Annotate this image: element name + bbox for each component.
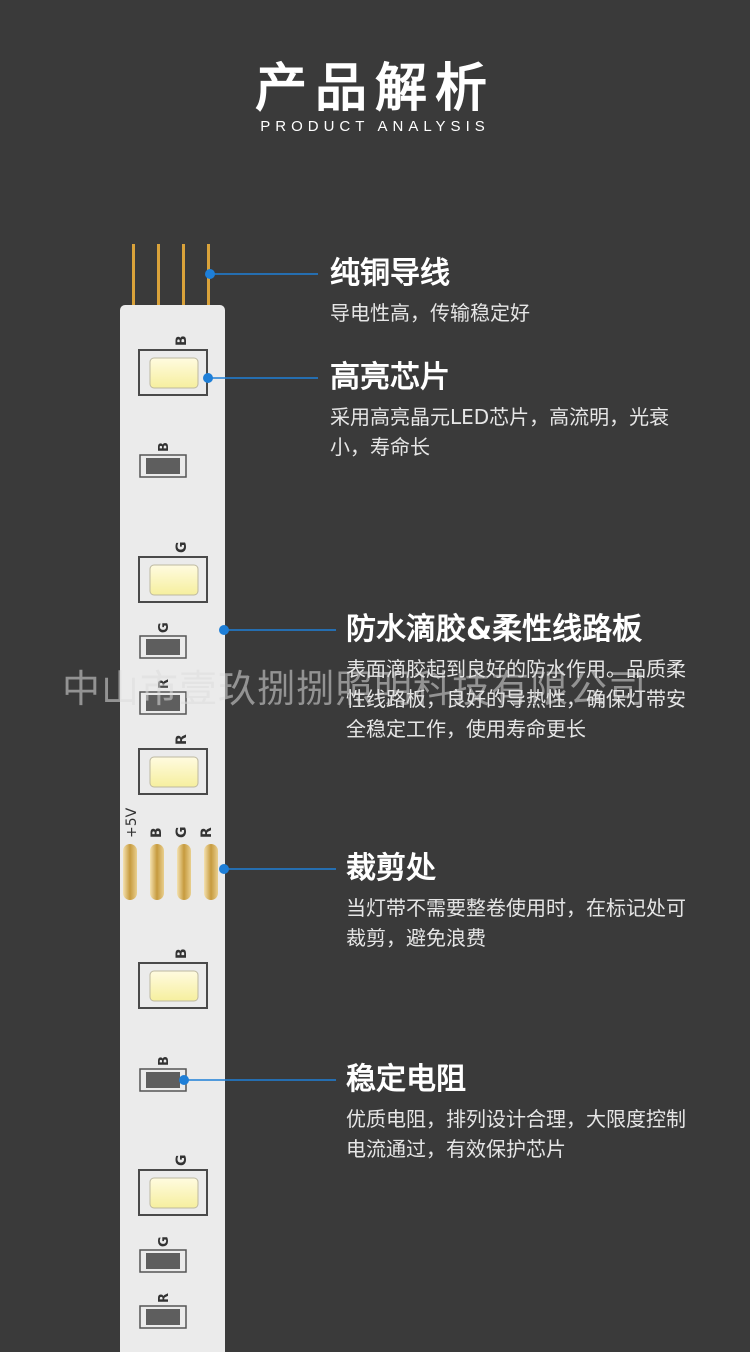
pad-label-b: B [149,827,165,838]
led-chip: B [138,335,208,396]
callout-desc: 导电性高，传输稳定好 [330,301,530,325]
wire [132,244,135,310]
led-chip: G [138,1155,208,1216]
solder-pad [123,844,137,900]
callout-desc: 采用高亮晶元LED芯片，高流明，光衰小，寿命长 [330,405,670,459]
leader-dot [179,1075,189,1085]
callout-title: 防水滴胶&柔性线路板 [346,612,643,647]
page-title: 产品解析 [254,59,495,119]
pad-label-g: G [174,827,190,839]
resistor: G [139,1236,187,1273]
resistor: B [139,442,187,478]
callout-copper-wire: 纯铜导线 导电性高，传输稳定好 [330,254,730,328]
led-chip: G [138,542,208,603]
callout-resistor: 稳定电阻 优质电阻，排列设计合理，大限度控制电流通过，有效保护芯片 [346,1060,696,1164]
resistor-label: B [157,1056,172,1066]
callout-glue-board: 防水滴胶&柔性线路板 表面滴胶起到良好的防水作用。品质柔性线路板，良好的导热性，… [346,610,686,744]
resistor: R [139,1293,187,1329]
wire [157,244,160,310]
pad-label-plus: +5V [124,807,140,838]
callout-title: 稳定电阻 [346,1062,466,1097]
resistor-label: B [157,442,172,452]
callout-leaders [179,269,336,1085]
leader-dot [203,373,213,383]
cut-pads: +5V B G R [123,807,218,900]
resistor-label: R [157,1293,172,1303]
callout-desc: 表面滴胶起到良好的防水作用。品质柔性线路板，良好的导热性，确保灯带安全稳定工作，… [346,657,686,741]
resistor-label: G [157,1236,172,1247]
led-label: B [174,948,190,959]
leader-dot [205,269,215,279]
led-label: G [174,542,190,554]
leader-dot [219,625,229,635]
solder-pad [177,844,191,900]
resistor-label: R [157,679,172,689]
callout-desc: 优质电阻，排列设计合理，大限度控制电流通过，有效保护芯片 [346,1107,686,1161]
callout-title: 高亮芯片 [330,360,450,395]
leader-dot [219,864,229,874]
page-subtitle: PRODUCT ANALYSIS [260,118,490,135]
resistor: R [139,679,187,715]
led-label: R [174,734,190,745]
led-chip: R [138,734,208,795]
callout-title: 纯铜导线 [330,256,450,291]
resistor: G [139,622,187,659]
callout-desc: 当灯带不需要整卷使用时，在标记处可裁剪，避免浪费 [346,896,686,950]
led-chip: B [138,948,208,1009]
pad-label-r: R [199,827,215,838]
copper-wires [132,244,210,310]
resistor-label: G [157,622,172,633]
wire [182,244,185,310]
callout-cut-point: 裁剪处 当灯带不需要整卷使用时，在标记处可裁剪，避免浪费 [346,849,686,953]
led-label: B [174,335,190,346]
solder-pad [204,844,218,900]
callout-bright-chip: 高亮芯片 采用高亮晶元LED芯片，高流明，光衰小，寿命长 [330,358,670,462]
solder-pad [150,844,164,900]
resistor: B [139,1056,187,1092]
led-label: G [174,1155,190,1167]
callout-title: 裁剪处 [346,851,436,886]
